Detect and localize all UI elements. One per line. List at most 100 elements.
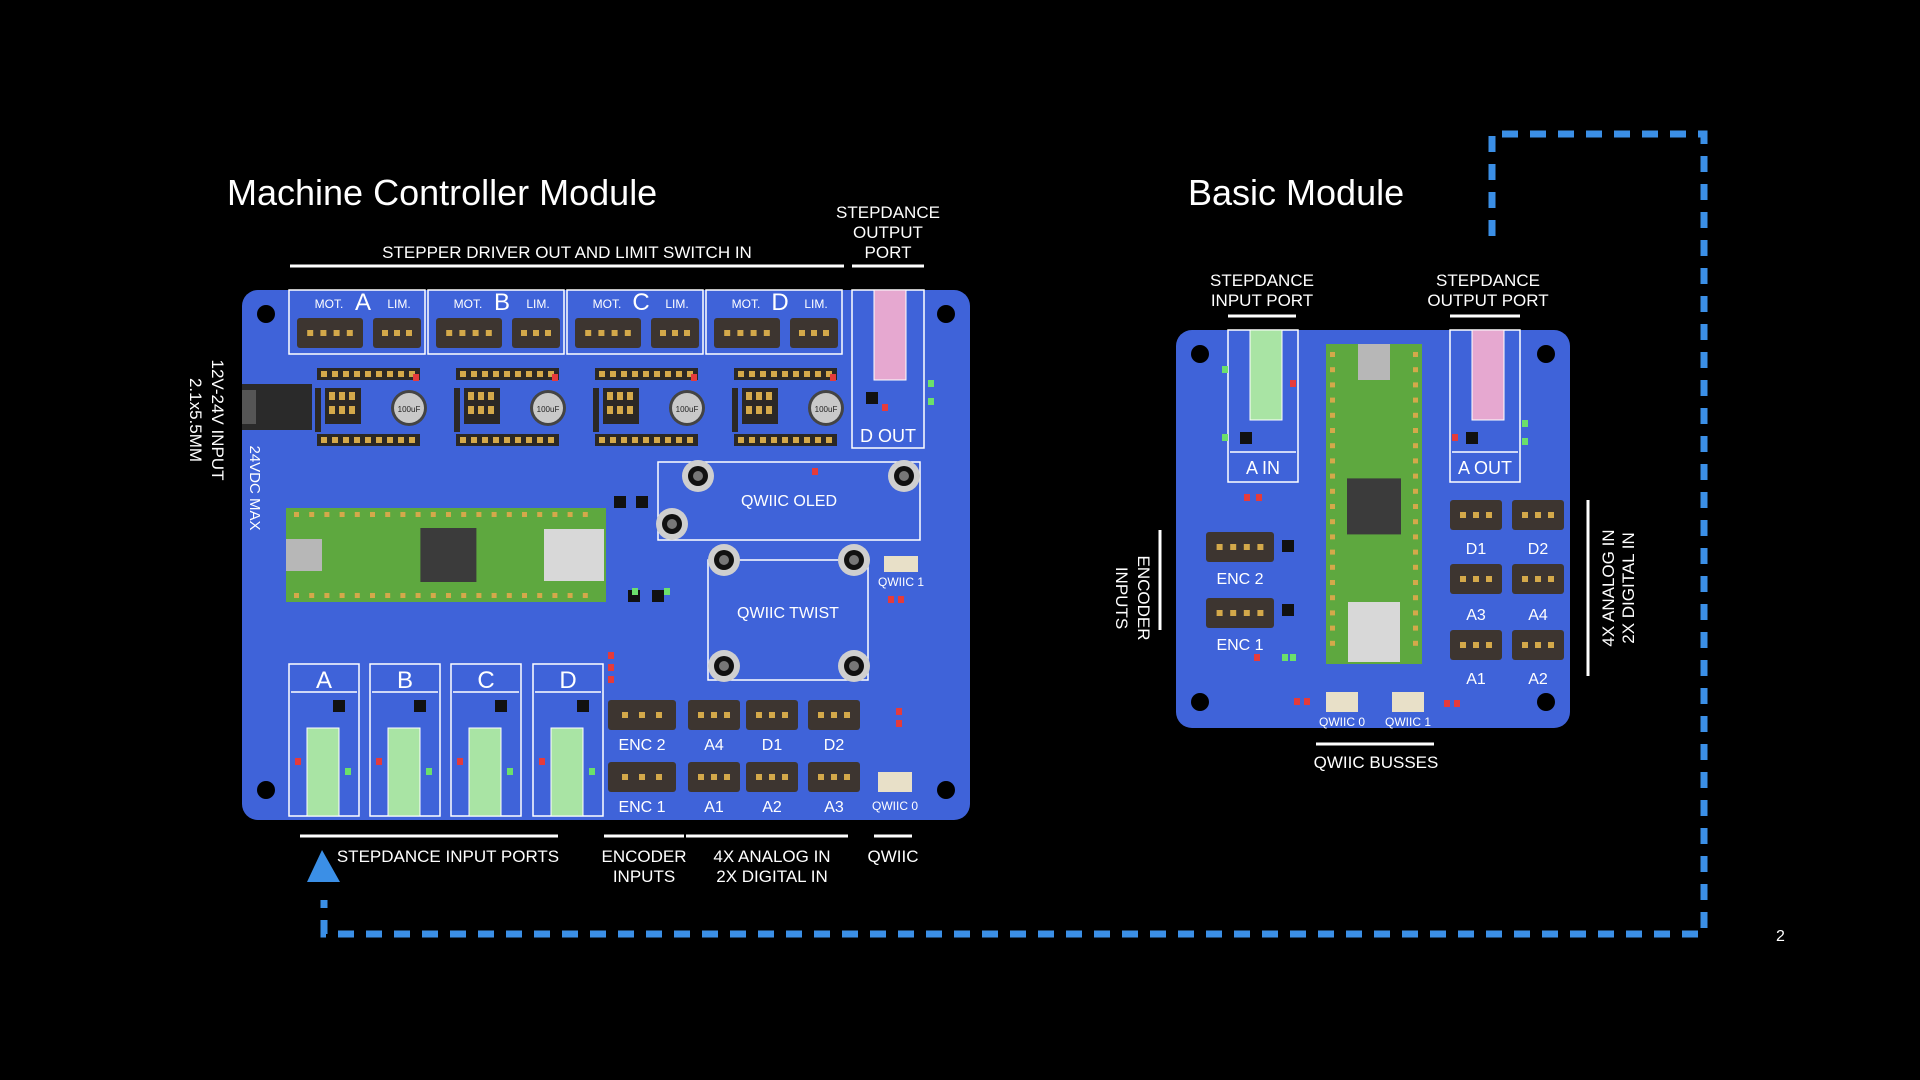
pico-pin bbox=[491, 512, 497, 517]
led bbox=[812, 468, 818, 475]
stepdance-input-jack-A bbox=[306, 727, 340, 817]
led bbox=[896, 708, 902, 715]
header-pin bbox=[398, 371, 404, 377]
led bbox=[928, 398, 934, 405]
basic-io-right-label-0: D2 bbox=[1528, 541, 1549, 558]
led bbox=[1444, 700, 1450, 707]
pico-pin bbox=[476, 593, 482, 598]
connector-pin bbox=[1535, 642, 1541, 648]
mounting-hole bbox=[1191, 693, 1209, 711]
header-pin bbox=[599, 371, 605, 377]
driver-chip-pin bbox=[627, 406, 633, 414]
qwiic-0-connector bbox=[878, 772, 912, 792]
basic-output-title-1: STEPDANCE bbox=[1436, 271, 1540, 290]
pico-pin bbox=[370, 593, 375, 598]
basic-enc2-chip bbox=[1282, 540, 1294, 552]
header-pin bbox=[482, 371, 488, 377]
connector-pin bbox=[672, 330, 678, 336]
connector-pin bbox=[711, 774, 717, 780]
header-pin bbox=[409, 371, 415, 377]
smd-chip bbox=[636, 496, 648, 508]
led bbox=[928, 380, 934, 387]
connector-pin bbox=[533, 330, 539, 336]
header-pin bbox=[771, 371, 777, 377]
qwiic-1-label: QWIIC 1 bbox=[878, 575, 924, 589]
connector-pin bbox=[485, 330, 492, 336]
header-pin bbox=[493, 437, 499, 443]
header-pin bbox=[610, 437, 616, 443]
header-pin bbox=[471, 437, 477, 443]
led bbox=[830, 374, 836, 381]
stepdance-input-ports-label: STEPDANCE INPUT PORTS bbox=[337, 847, 559, 866]
header-pin bbox=[632, 437, 638, 443]
standoff-screw bbox=[849, 661, 859, 671]
connector-pin bbox=[1522, 642, 1528, 648]
input-port-label-A: A bbox=[316, 667, 332, 694]
pico-pin bbox=[1413, 549, 1418, 555]
pico-pin bbox=[1413, 610, 1418, 616]
connector-pin bbox=[639, 774, 645, 780]
driver-side-header bbox=[593, 388, 599, 432]
header-pin bbox=[665, 437, 671, 443]
io-label-bottom-0: ENC 1 bbox=[618, 799, 665, 816]
connector-pin bbox=[382, 330, 388, 336]
header-pin bbox=[760, 437, 766, 443]
driver-chip-pin bbox=[478, 392, 484, 400]
header-pin bbox=[526, 371, 532, 377]
pico-mcu bbox=[1347, 478, 1401, 535]
pico-pin bbox=[476, 512, 482, 517]
pico-pin bbox=[430, 593, 436, 598]
header-pin bbox=[621, 371, 627, 377]
connector-pin bbox=[1230, 544, 1237, 550]
led bbox=[1290, 380, 1296, 387]
header-pin bbox=[515, 437, 521, 443]
stepper-group-frame-D bbox=[705, 289, 843, 355]
machine-controller-title: Machine Controller Module bbox=[227, 172, 658, 213]
pico-pin bbox=[1330, 488, 1335, 494]
pico-pin bbox=[491, 593, 497, 598]
limit-label: LIM. bbox=[387, 297, 410, 311]
connector-pin bbox=[823, 330, 829, 336]
connector-pin bbox=[394, 330, 400, 336]
pico-pin bbox=[1413, 625, 1418, 631]
limit-label: LIM. bbox=[526, 297, 549, 311]
connector-pin bbox=[831, 712, 837, 718]
connector-pin bbox=[1473, 642, 1479, 648]
pico-pin bbox=[522, 593, 527, 598]
pico-pin bbox=[385, 512, 391, 517]
connector-pin bbox=[811, 330, 817, 336]
driver-chip-pin bbox=[766, 392, 772, 400]
connector-pin bbox=[844, 774, 850, 780]
pico-mcu bbox=[420, 528, 477, 582]
input-port-chip bbox=[333, 700, 345, 712]
pico-pin bbox=[1330, 610, 1335, 616]
dc-barrel-inner bbox=[242, 390, 256, 424]
header-pin bbox=[482, 437, 488, 443]
stepdance-input-jack-C bbox=[468, 727, 502, 817]
header-pin bbox=[793, 437, 799, 443]
driver-side-header bbox=[315, 388, 321, 432]
stepdance-output-jack bbox=[873, 289, 907, 381]
led bbox=[1522, 420, 1528, 427]
pico-usb bbox=[1358, 344, 1390, 380]
pico-pin bbox=[1413, 397, 1418, 403]
io-label-top-2: D1 bbox=[762, 737, 783, 754]
basic-output-title-2: OUTPUT PORT bbox=[1427, 291, 1548, 310]
led bbox=[608, 664, 614, 671]
header-pin bbox=[654, 437, 660, 443]
header-pin bbox=[354, 371, 360, 377]
pico-pin bbox=[1330, 458, 1335, 464]
header-pin bbox=[793, 371, 799, 377]
mounting-hole bbox=[937, 305, 955, 323]
stepper-group-frame-C bbox=[566, 289, 704, 355]
basic-enc1-connector bbox=[1206, 598, 1274, 628]
smd-chip bbox=[614, 496, 626, 508]
led bbox=[898, 596, 904, 603]
qwiic-oled-label: QWIIC OLED bbox=[741, 493, 837, 510]
standoff-screw bbox=[667, 519, 677, 529]
connector-pin bbox=[1460, 512, 1466, 518]
led bbox=[1290, 654, 1296, 661]
axis-label-A: A bbox=[355, 289, 371, 316]
basic-enc2-connector bbox=[1206, 532, 1274, 562]
